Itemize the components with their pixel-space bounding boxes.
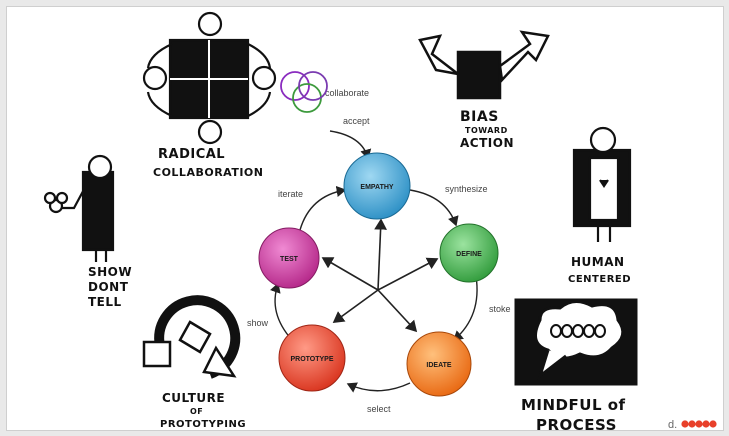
culture-line3: PROTOTYPING bbox=[160, 419, 246, 430]
bias-toward-action-illustration bbox=[418, 30, 550, 100]
dschool-logo: d. bbox=[668, 419, 717, 431]
culture-line2: OF bbox=[190, 407, 203, 416]
human-centered-line2: CENTERED bbox=[568, 274, 631, 285]
node-empathy-label: EMPATHY bbox=[360, 184, 394, 191]
mindful-of-process-illustration bbox=[514, 298, 638, 386]
node-test: TEST bbox=[258, 227, 320, 289]
label-show: show bbox=[247, 318, 269, 328]
culture-of-prototyping-illustration bbox=[142, 295, 241, 379]
label-select: select bbox=[367, 404, 391, 414]
node-define: DEFINE bbox=[439, 223, 499, 283]
bias-line1: BIAS bbox=[460, 109, 499, 125]
mindful-line1: MINDFUL of bbox=[521, 396, 626, 414]
radical-collaboration-line1: RADICAL bbox=[158, 147, 225, 162]
radical-collaboration-line2: COLLABORATION bbox=[153, 166, 263, 179]
show-line1: SHOW bbox=[88, 265, 132, 279]
node-ideate: IDEATE bbox=[406, 331, 472, 397]
culture-line1: CULTURE bbox=[162, 391, 225, 405]
logo-dots bbox=[681, 420, 717, 428]
bias-line2: TOWARD bbox=[465, 126, 508, 135]
venn-icon bbox=[280, 71, 328, 113]
human-centered-line1: HUMAN bbox=[571, 255, 625, 269]
human-centered-illustration bbox=[572, 126, 632, 242]
node-test-label: TEST bbox=[280, 256, 299, 263]
label-collaborate: collaborate bbox=[325, 88, 369, 98]
label-synthesize: synthesize bbox=[445, 184, 488, 194]
node-empathy: EMPATHY bbox=[343, 152, 411, 220]
node-ideate-label: IDEATE bbox=[426, 362, 451, 369]
radical-collaboration-illustration bbox=[142, 11, 277, 145]
node-define-label: DEFINE bbox=[456, 251, 482, 258]
show-line3: TELL bbox=[88, 295, 122, 309]
label-stoke: stoke bbox=[489, 304, 511, 314]
logo-text: d. bbox=[668, 419, 677, 431]
bias-line3: ACTION bbox=[460, 136, 514, 150]
node-prototype: PROTOTYPE bbox=[278, 324, 346, 392]
show-line2: DONT bbox=[88, 280, 129, 294]
mindful-line2: PROCESS bbox=[536, 416, 617, 434]
label-iterate: iterate bbox=[278, 189, 303, 199]
label-accept: accept bbox=[343, 116, 370, 126]
node-prototype-label: PROTOTYPE bbox=[290, 356, 333, 363]
center-arrows bbox=[321, 218, 439, 333]
show-dont-tell-illustration bbox=[43, 154, 115, 262]
